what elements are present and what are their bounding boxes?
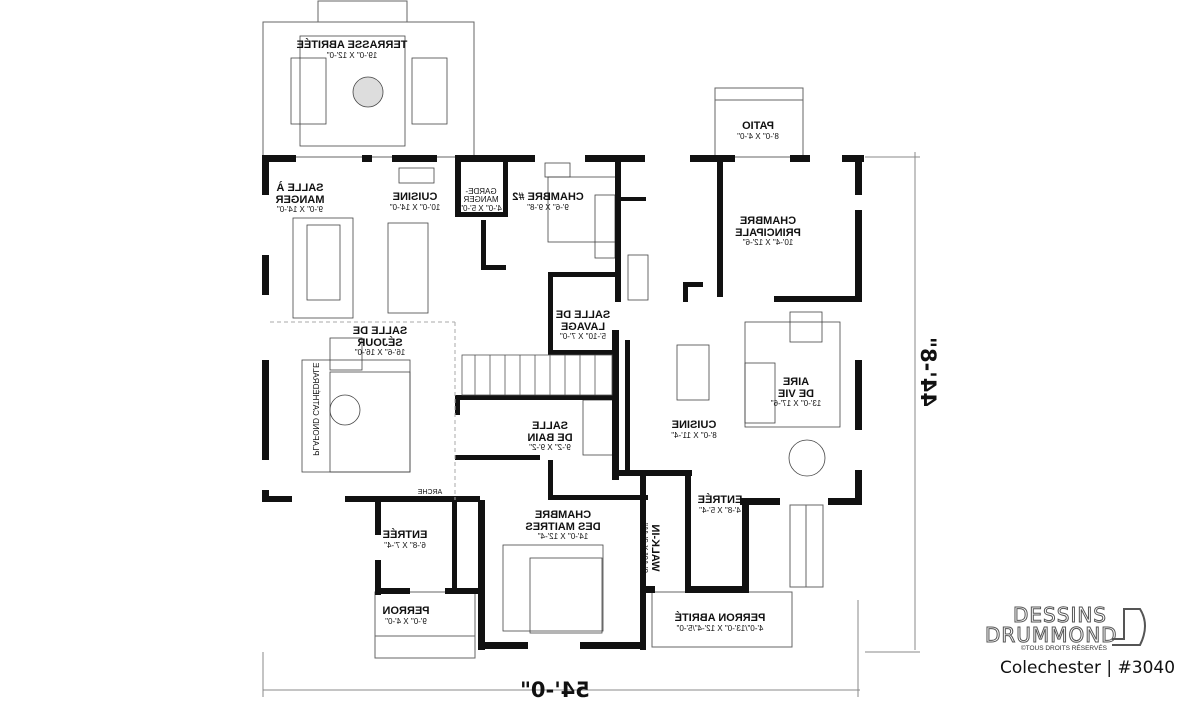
- overall-width-dimension: 54'-0": [520, 678, 590, 702]
- room-dims: 8'-0" X 11'-4": [671, 430, 717, 440]
- logo-line1: DESSINS: [1013, 603, 1107, 627]
- room-name: SALLE À: [276, 182, 324, 194]
- room-name: ENTRÉE: [382, 529, 428, 541]
- terrace-steps: [317, 0, 408, 23]
- room-dims: 4'-0" X 5'-0": [460, 203, 502, 213]
- room-dims: 10'-0" X 14'-0": [389, 202, 441, 212]
- dessins-drummond-logo: DESSINS DRUMMOND ©TOUS DROITS RÉSERVÉS: [985, 605, 1175, 652]
- room-name: PERRON ABRITÉ: [674, 612, 766, 624]
- room-dims: 6'-8" X 7'-4": [384, 540, 426, 550]
- arche-label: ARCHE: [417, 489, 443, 496]
- room-dims: 9'-0" X 14'-0": [276, 205, 324, 215]
- outdoor-outlines: [262, 0, 824, 659]
- copyright-text: ©TOUS DROITS RÉSERVÉS: [1020, 645, 1107, 652]
- room-dims: 8'-0" X 4'-0": [737, 131, 779, 141]
- plafond-cathedrale-note: PLAFOND CATHÉDRALE: [310, 362, 320, 456]
- room-dims: 14'-0" X 12'-4": [537, 532, 589, 542]
- room-name: TERRASSE ABRITÉE: [296, 39, 408, 51]
- room-name: CHAMBRE: [534, 509, 592, 521]
- room-name: CHAMBRE: [739, 215, 797, 227]
- room-dims: 13'-0" X 17'-6": [770, 399, 822, 409]
- overall-depth-dimension: 44'-8": [915, 337, 940, 407]
- room-name: CUISINE: [671, 419, 717, 431]
- room-dims: 9'-6" X 9'-8": [527, 202, 569, 212]
- room-dims: 4'-0"/13'-0" X 12'-4"/5'-0": [676, 623, 764, 633]
- room-dims: 5'-10" X 7'-0": [559, 332, 607, 342]
- room-name: PATIO: [742, 120, 774, 132]
- furniture: [290, 35, 841, 634]
- stairs: [461, 354, 613, 396]
- room-name: PERRON: [382, 605, 430, 617]
- plan-name: Colechester | #3040: [1000, 658, 1176, 678]
- room-name: SALLE: [531, 420, 569, 432]
- room-dims: 10'-4" X 12'-6": [742, 238, 794, 248]
- room-name: CHAMBRE #2: [512, 191, 584, 203]
- room-dims: 9'-0" X 4'-0": [385, 616, 427, 626]
- logo-line2: DRUMMOND: [985, 623, 1118, 647]
- room-dims: 9'-2" X 9'-2": [529, 443, 571, 453]
- room-dims: 19'-0" X 12'-0": [326, 50, 378, 60]
- perron-outline: [374, 591, 476, 659]
- patio-outline: [714, 87, 804, 158]
- logo-door-icon: [1112, 608, 1146, 646]
- room-name: SALLE DE: [352, 325, 408, 337]
- walls: [262, 155, 864, 650]
- room-name: SALLE DE: [555, 309, 611, 321]
- ceiling-lines: [270, 321, 456, 500]
- room-name: AIRE: [782, 376, 810, 388]
- room-name: CUISINE: [392, 191, 438, 203]
- room-name: ENTRÉE: [697, 494, 743, 506]
- dimension-lines: [262, 152, 920, 697]
- room-dims: 16'-6" X 16'-0": [354, 348, 406, 358]
- room-name: WALK-IN: [648, 524, 661, 572]
- room-dims: 8'-10" X 3'-11": [640, 522, 650, 573]
- room-dims: 4'-8" X 5'-4": [699, 505, 741, 515]
